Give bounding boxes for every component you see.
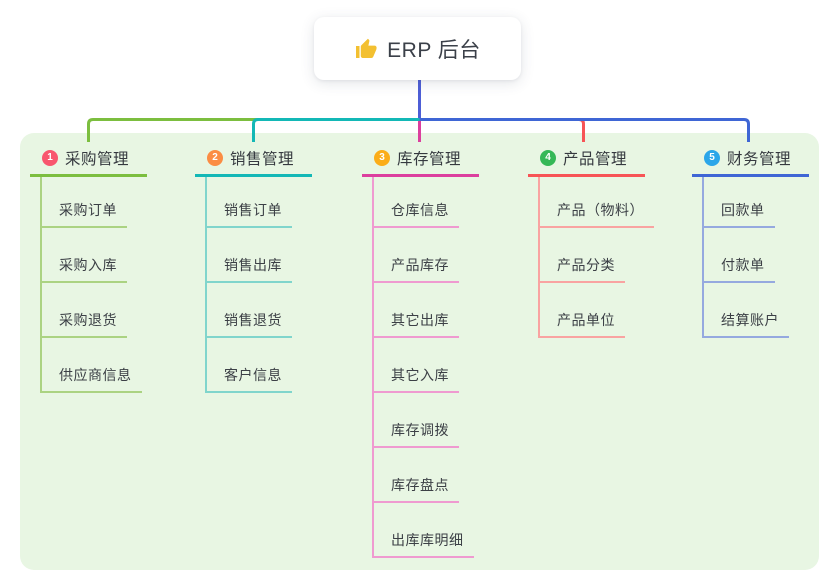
child-node-label: 采购入库	[42, 255, 127, 283]
child-node[interactable]: 销售出库	[207, 228, 292, 283]
branch-title-sales[interactable]: 2 销售管理	[195, 133, 312, 177]
branch-purchase: 1 采购管理 采购订单 采购入库 采购退货 供应商信息	[30, 133, 147, 393]
child-node[interactable]: 采购入库	[42, 228, 142, 283]
child-node[interactable]: 销售订单	[207, 177, 292, 228]
child-node-label: 客户信息	[207, 365, 292, 393]
child-node[interactable]: 其它出库	[374, 283, 474, 338]
child-node-label: 产品单位	[540, 310, 625, 338]
child-node[interactable]: 供应商信息	[42, 338, 142, 393]
branch-children: 采购订单 采购入库 采购退货 供应商信息	[40, 177, 142, 393]
branch-number-badge: 1	[42, 149, 58, 166]
branch-product: 4 产品管理 产品（物料） 产品分类 产品单位	[528, 133, 654, 338]
child-node-label: 库存调拨	[374, 420, 459, 448]
child-node-label: 结算账户	[704, 310, 789, 338]
branch-finance: 5 财务管理 回款单 付款单 结算账户	[692, 133, 809, 338]
child-node[interactable]: 库存调拨	[374, 393, 474, 448]
root-node[interactable]: ERP 后台	[314, 17, 521, 80]
child-node-label: 采购退货	[42, 310, 127, 338]
branch-children: 回款单 付款单 结算账户	[702, 177, 789, 338]
branch-title-label: 库存管理	[397, 150, 462, 168]
child-node-label: 产品分类	[540, 255, 625, 283]
child-node[interactable]: 仓库信息	[374, 177, 474, 228]
child-node[interactable]: 产品（物料）	[540, 177, 654, 228]
root-node-label: ERP 后台	[387, 38, 481, 62]
child-node-label: 供应商信息	[42, 365, 142, 393]
child-node[interactable]: 产品库存	[374, 228, 474, 283]
branch-children: 销售订单 销售出库 销售退货 客户信息	[205, 177, 292, 393]
child-node-label: 回款单	[704, 200, 775, 228]
branch-title-label: 销售管理	[230, 150, 295, 168]
branch-title-label: 财务管理	[727, 150, 792, 168]
branch-number-badge: 2	[207, 149, 223, 166]
child-node-label: 库存盘点	[374, 475, 459, 503]
branch-title-finance[interactable]: 5 财务管理	[692, 133, 809, 177]
branch-title-product[interactable]: 4 产品管理	[528, 133, 645, 177]
child-node-label: 销售出库	[207, 255, 292, 283]
branch-title-label: 产品管理	[563, 150, 628, 168]
child-node-label: 产品库存	[374, 255, 459, 283]
child-node[interactable]: 采购退货	[42, 283, 142, 338]
thumbs-up-icon	[356, 38, 377, 58]
child-node-label: 产品（物料）	[540, 200, 654, 228]
child-node[interactable]: 出库库明细	[374, 503, 474, 558]
child-node[interactable]: 产品单位	[540, 283, 654, 338]
child-node-label: 销售退货	[207, 310, 292, 338]
child-node[interactable]: 结算账户	[704, 283, 789, 338]
branch-title-inventory[interactable]: 3 库存管理	[362, 133, 479, 177]
child-node[interactable]: 库存盘点	[374, 448, 474, 503]
branch-children: 产品（物料） 产品分类 产品单位	[538, 177, 654, 338]
branch-children: 仓库信息 产品库存 其它出库 其它入库 库存调拨 库存盘点 出库库明细	[372, 177, 474, 558]
child-node[interactable]: 销售退货	[207, 283, 292, 338]
child-node[interactable]: 采购订单	[42, 177, 142, 228]
branch-sales: 2 销售管理 销售订单 销售出库 销售退货 客户信息	[195, 133, 312, 393]
child-node-label: 采购订单	[42, 200, 127, 228]
branch-number-badge: 3	[374, 149, 390, 166]
branch-number-badge: 5	[704, 149, 720, 166]
branch-number-badge: 4	[540, 149, 556, 166]
child-node[interactable]: 其它入库	[374, 338, 474, 393]
child-node-label: 其它入库	[374, 365, 459, 393]
branch-title-purchase[interactable]: 1 采购管理	[30, 133, 147, 177]
branch-inventory: 3 库存管理 仓库信息 产品库存 其它出库 其它入库 库存调拨 库存盘点 出库库…	[362, 133, 479, 558]
child-node[interactable]: 客户信息	[207, 338, 292, 393]
child-node-label: 出库库明细	[374, 530, 474, 558]
child-node[interactable]: 回款单	[704, 177, 789, 228]
child-node-label: 仓库信息	[374, 200, 459, 228]
child-node[interactable]: 付款单	[704, 228, 789, 283]
child-node-label: 其它出库	[374, 310, 459, 338]
branch-title-label: 采购管理	[65, 150, 130, 168]
child-node-label: 销售订单	[207, 200, 292, 228]
mindmap-panel: 1 采购管理 采购订单 采购入库 采购退货 供应商信息 2 销售管理 销售订单 …	[20, 133, 819, 570]
child-node-label: 付款单	[704, 255, 775, 283]
child-node[interactable]: 产品分类	[540, 228, 654, 283]
